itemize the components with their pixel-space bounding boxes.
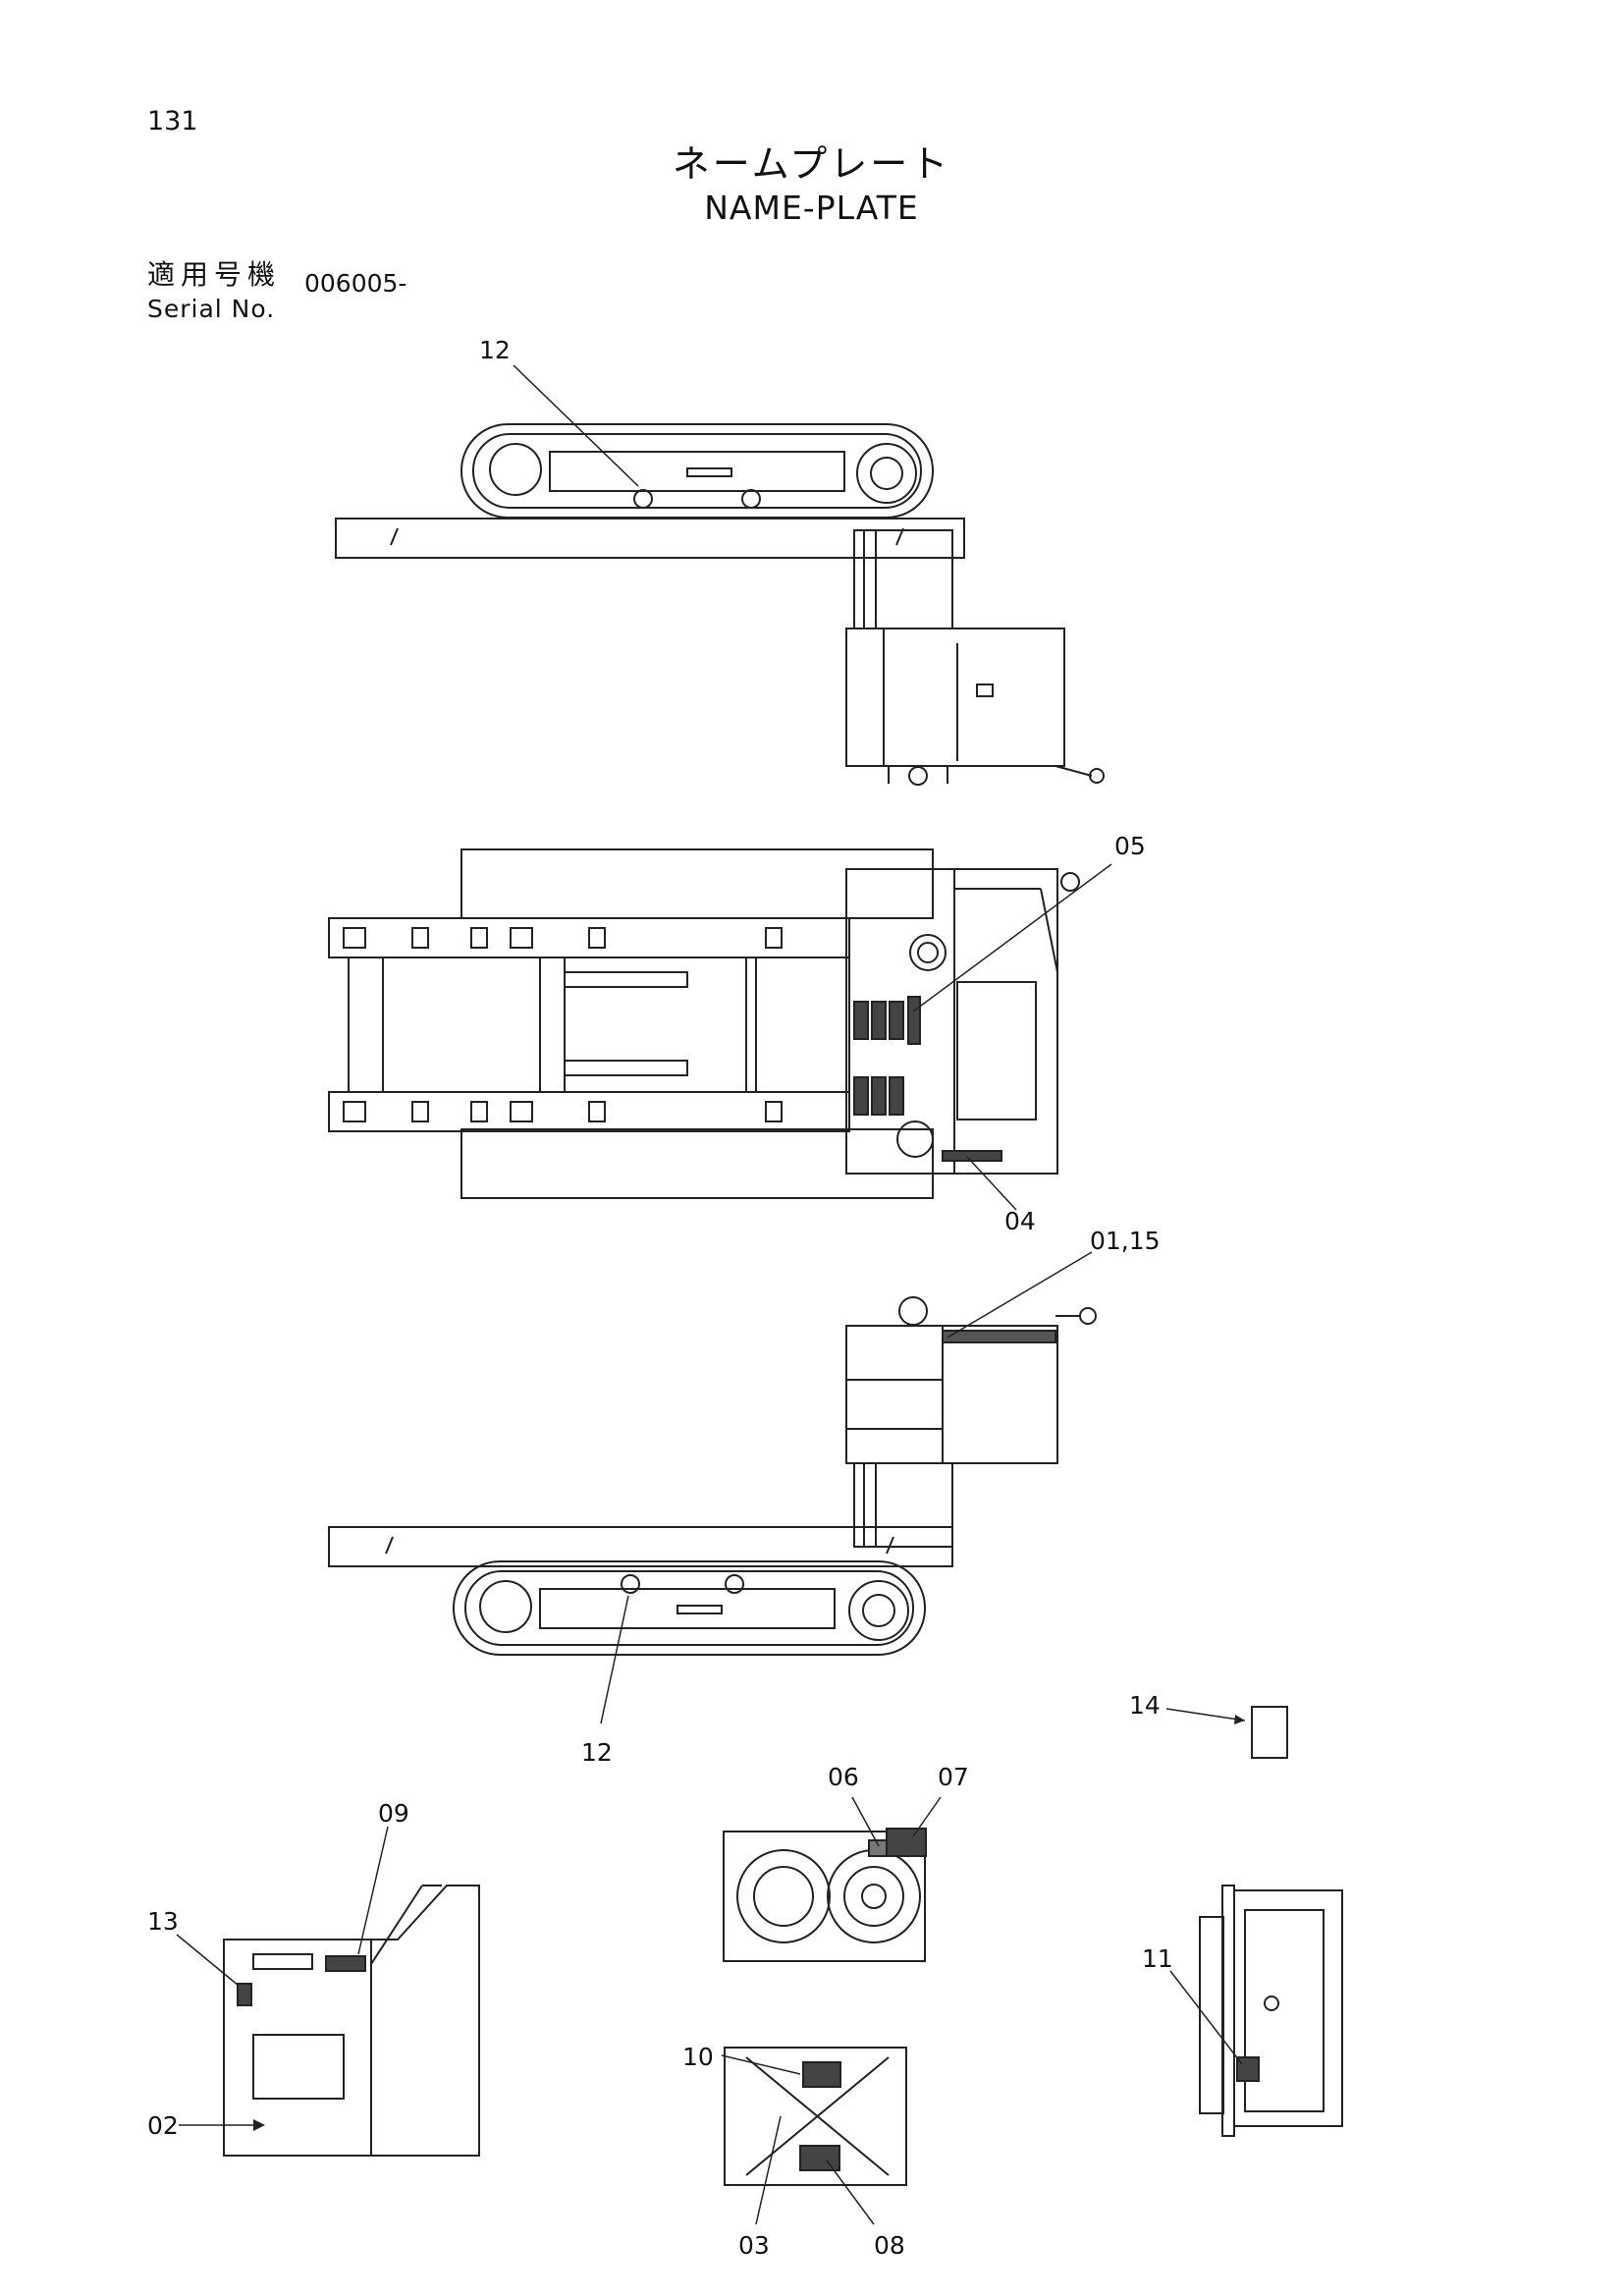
plate-01-15 [942,1330,1056,1343]
side-view-top [335,423,1105,786]
crawler-track-lower-view [453,1560,926,1656]
leader-line-05 [912,863,1112,1012]
title-japanese: ネームプレート [672,142,951,186]
callout-05: 05 [1114,832,1146,860]
page-number: 131 [147,106,198,137]
plan-view [328,848,1080,1199]
leader-line-11 [1169,1970,1243,2065]
leader-line-10 [721,2054,801,2075]
mast [853,529,953,629]
plate-04 [942,1150,1002,1162]
leader-line-13 [176,1934,240,1987]
leader-line-03 [755,2115,782,2225]
hopper-frame [724,2047,907,2186]
label-14 [1251,1706,1288,1759]
callout-08: 08 [874,2231,905,2260]
motor-base [723,1831,926,1962]
plate-11 [1236,2056,1260,2082]
plate-02 [252,2034,345,2100]
leader-line-09 [357,1826,389,1955]
side-view-bottom [328,1296,1097,1656]
upper-track-outline [460,848,934,919]
callout-10: 10 [682,2043,714,2071]
callout-12-top: 12 [479,336,511,364]
plate-13 [237,1983,252,2006]
callout-11: 11 [1142,1944,1173,1973]
motor-flange-view [723,1828,927,1962]
plate-07 [886,1828,927,1857]
callout-02: 02 [147,2111,179,2140]
control-panel [223,1885,480,2157]
plate-10 [802,2061,841,2088]
leader-line-08 [826,2159,875,2225]
leader-line-06 [851,1796,880,1847]
boom [335,518,965,559]
radiator-view [1199,1885,1343,2137]
plate-09 [325,1955,366,1972]
upper-housing-lower-view [845,1325,1058,1464]
serial-number-value: 006005- [304,269,407,298]
sprocket-wheel [856,443,917,504]
callout-09: 09 [378,1799,409,1828]
boom-lower-view [328,1526,953,1567]
callout-06: 06 [828,1763,859,1791]
leader-line-14 [1165,1708,1246,1722]
callout-03: 03 [738,2231,770,2260]
plate-05 [907,996,921,1045]
plate-08 [799,2145,840,2171]
leader-line-04 [966,1156,1017,1211]
callout-14: 14 [1129,1691,1161,1720]
fuel-cap [909,934,947,971]
callout-07: 07 [938,1763,969,1791]
callout-12-bottom: 12 [581,1738,613,1767]
callout-13: 13 [147,1907,179,1936]
hopper-view [724,2047,907,2186]
callout-04: 04 [1004,1207,1036,1235]
panel-plate [223,1939,372,2157]
leader-line-01-15 [947,1251,1093,1339]
leader-line-07 [912,1796,942,1837]
title-english: NAME-PLATE [704,189,919,227]
mast-lower-view [853,1462,953,1548]
upper-housing [845,628,1065,767]
serial-label-english: Serial No. [147,295,276,323]
leader-line-12-top [513,364,639,487]
crawler-track [460,423,934,519]
plate-06 [868,1839,888,1857]
idler-wheel [489,443,542,496]
lower-track-outline [460,1128,934,1199]
leader-line-12-bottom [600,1595,629,1724]
serial-label-japanese: 適用号機 [147,258,282,291]
callout-01-15: 01,15 [1090,1227,1161,1255]
